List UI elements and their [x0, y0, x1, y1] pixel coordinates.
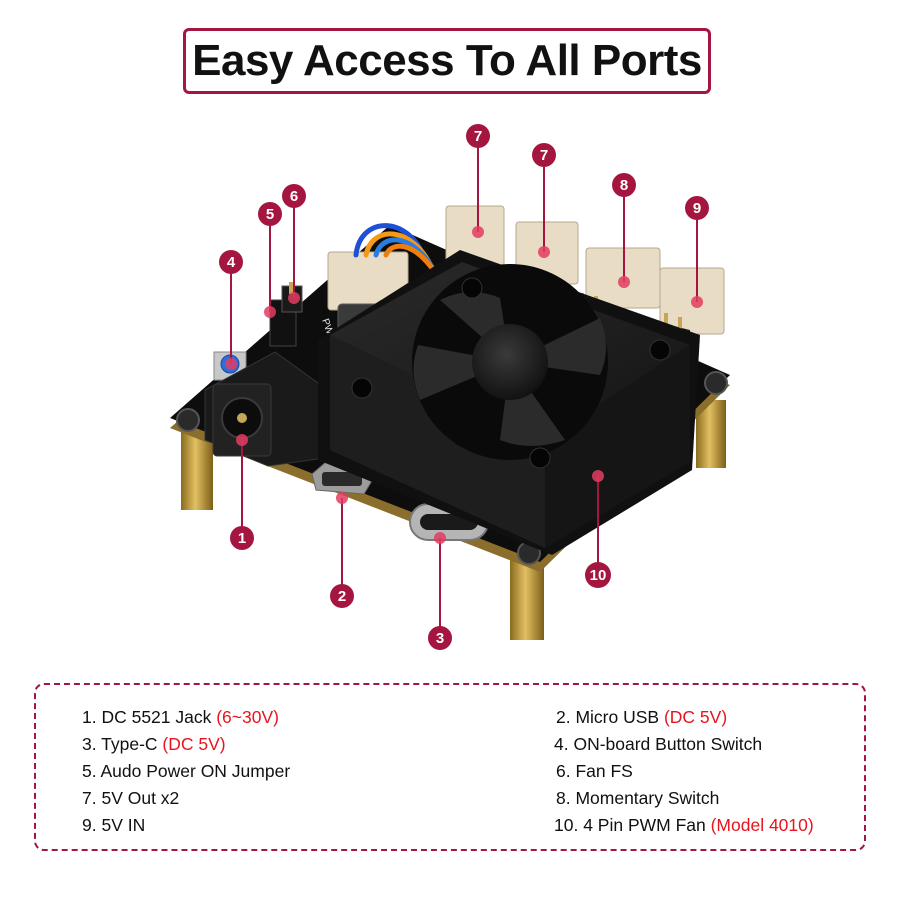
marker-label: 7	[474, 128, 482, 145]
legend-item-1: 1. DC 5521 Jack (6~30V)	[82, 707, 279, 727]
marker-4: 4	[219, 250, 243, 274]
legend-item-5: 5. Audo Power ON Jumper	[82, 761, 291, 781]
marker-label: 7	[540, 147, 548, 164]
marker-7a: 7	[466, 124, 490, 148]
legend-box: 1. DC 5521 Jack (6~30V) 2. Micro USB (DC…	[34, 683, 866, 851]
legend-item-3: 3. Type-C (DC 5V)	[82, 734, 226, 754]
marker-label: 6	[290, 188, 298, 205]
marker-9: 9	[685, 196, 709, 220]
auto-power-jumper	[269, 282, 303, 347]
standoff-left	[181, 430, 213, 510]
legend-item-2: 2. Micro USB (DC 5V)	[556, 707, 728, 727]
leader-dots	[225, 226, 703, 544]
product-photo: 4R PWR	[170, 124, 730, 650]
marker-2: 2	[330, 584, 354, 608]
marker-label: 1	[238, 530, 246, 547]
marker-7b: 7	[532, 143, 556, 167]
marker-3: 3	[428, 626, 452, 650]
legend-item-9: 9. 5V IN	[82, 815, 146, 835]
marker-label: 9	[693, 200, 701, 217]
marker-label: 8	[620, 177, 628, 194]
marker-label: 4	[227, 254, 236, 271]
title-box: Easy Access To All Ports	[183, 28, 711, 94]
micro-usb-port	[311, 461, 377, 495]
marker-6: 6	[282, 184, 306, 208]
mount-hole	[704, 371, 728, 395]
pwm-fan	[318, 250, 700, 555]
marker-8: 8	[612, 173, 636, 197]
marker-5: 5	[258, 202, 282, 226]
legend-item-7: 7. 5V Out x2	[82, 788, 180, 808]
mount-hole	[176, 408, 200, 432]
marker-1: 1	[230, 526, 254, 550]
legend-item-8: 8. Momentary Switch	[556, 788, 720, 808]
legend-item-10: 10. 4 Pin PWM Fan (Model 4010)	[554, 815, 814, 835]
marker-label: 2	[338, 588, 346, 605]
marker-10: 10	[585, 562, 611, 588]
legend-item-4: 4. ON-board Button Switch	[554, 734, 763, 754]
page-title: Easy Access To All Ports	[192, 36, 702, 85]
marker-label: 5	[266, 206, 274, 223]
leader-lines	[230, 136, 698, 638]
legend-item-6: 6. Fan FS	[556, 761, 633, 781]
marker-label: 10	[590, 567, 607, 584]
marker-label: 3	[436, 630, 444, 647]
